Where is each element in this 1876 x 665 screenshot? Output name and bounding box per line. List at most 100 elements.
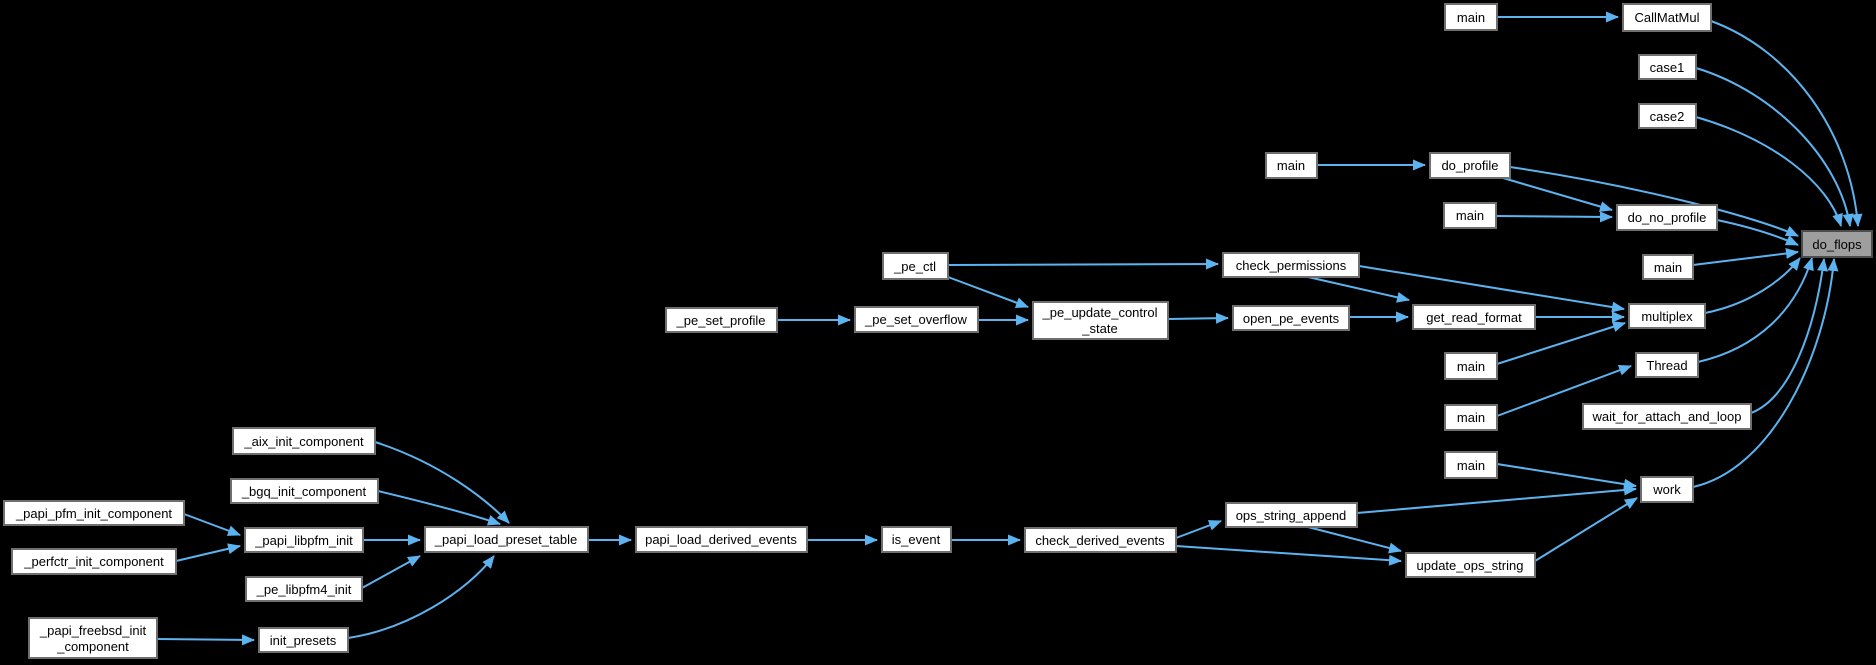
node-main-2[interactable]: main [1265, 152, 1318, 179]
node-check-permissions[interactable]: check_permissions [1222, 252, 1360, 278]
node-do-profile[interactable]: do_profile [1429, 152, 1511, 179]
node-papi-pfm-init-component[interactable]: _papi_pfm_init_component [3, 500, 185, 526]
node-main-4[interactable]: main [1642, 254, 1694, 280]
node-case2-box[interactable] [1638, 103, 1697, 129]
node-init-presets-box[interactable] [258, 627, 349, 653]
node-main-7-label: main [1457, 458, 1485, 473]
node-do-no-profile[interactable]: do_no_profile [1616, 204, 1718, 231]
node-check-derived-events-box[interactable] [1024, 527, 1177, 553]
node-wait-for-attach-and-loop-box[interactable] [1582, 403, 1752, 430]
node-papi-load-derived-events[interactable]: papi_load_derived_events [635, 526, 808, 553]
edge-callmatmul-to-do-flops [1710, 20, 1863, 227]
edge-case1-to-do-flops [1695, 67, 1854, 227]
node-get-read-format-box[interactable] [1412, 304, 1536, 330]
node-pe-libpfm4-init[interactable]: _pe_libpfm4_init [245, 576, 363, 602]
edge-bgq-init-component-to-papi-load-preset-table [377, 490, 501, 526]
node-main-1-label: main [1457, 10, 1485, 25]
node-update-ops-string[interactable]: update_ops_string [1405, 552, 1536, 578]
node-case1[interactable]: case1 [1638, 54, 1697, 80]
node-is-event[interactable]: is_event [881, 526, 952, 553]
node-bgq-init-component-box[interactable] [230, 478, 379, 504]
node-main-3[interactable]: main [1443, 202, 1497, 229]
node-pe-libpfm4-init-label: _pe_libpfm4_init [256, 582, 352, 597]
node-init-presets[interactable]: init_presets [258, 627, 349, 653]
node-main-5-box[interactable] [1444, 352, 1498, 380]
node-bgq-init-component[interactable]: _bgq_init_component [230, 478, 379, 504]
node-pe-update-control-state-box[interactable] [1032, 301, 1169, 340]
node-aix-init-component[interactable]: _aix_init_component [232, 427, 376, 455]
node-aix-init-component-box[interactable] [232, 427, 376, 455]
edge-pe-ctl-to-pe-update-control-state [947, 276, 1029, 308]
node-papi-libpfm-init[interactable]: _papi_libpfm_init [244, 527, 364, 553]
node-thread[interactable]: Thread [1635, 352, 1699, 378]
node-main-1-box[interactable] [1444, 3, 1498, 31]
node-main-3-box[interactable] [1443, 202, 1497, 229]
node-perfctr-init-component-box[interactable] [11, 548, 177, 575]
node-do-profile-box[interactable] [1429, 152, 1511, 179]
node-work-box[interactable] [1640, 476, 1694, 503]
node-main-2-box[interactable] [1265, 152, 1318, 179]
node-aix-init-component-label: _aix_init_component [243, 434, 364, 449]
node-is-event-box[interactable] [881, 526, 952, 553]
node-bgq-init-component-label: _bgq_init_component [241, 484, 367, 499]
edge-main-5-to-multiplex [1496, 321, 1626, 365]
node-main-6[interactable]: main [1444, 404, 1498, 431]
node-ops-string-append-box[interactable] [1225, 502, 1358, 528]
node-main-4-box[interactable] [1642, 254, 1694, 280]
node-pe-set-overflow-box[interactable] [854, 306, 979, 333]
node-pe-set-profile-box[interactable] [665, 307, 778, 333]
node-pe-ctl[interactable]: _pe_ctl [882, 252, 949, 280]
edge-update-ops-string-to-work [1534, 497, 1638, 562]
node-pe-update-control-state[interactable]: _pe_update_control _state [1032, 301, 1169, 340]
node-do-flops[interactable]: do_flops [1801, 230, 1873, 258]
node-do-flops-box[interactable] [1801, 230, 1873, 258]
node-perfctr-init-component[interactable]: _perfctr_init_component [11, 548, 177, 575]
node-pe-set-profile[interactable]: _pe_set_profile [665, 307, 778, 333]
node-thread-label: Thread [1646, 358, 1687, 373]
edge-check-derived-events-to-ops-string-append [1175, 520, 1222, 539]
node-main-6-box[interactable] [1444, 404, 1498, 431]
node-update-ops-string-box[interactable] [1405, 552, 1536, 578]
node-check-permissions-box[interactable] [1222, 252, 1360, 278]
edge-multiplex-to-do-flops [1704, 257, 1801, 314]
node-main-1[interactable]: main [1444, 3, 1498, 31]
node-pe-ctl-box[interactable] [882, 252, 949, 280]
node-callmatmul[interactable]: CallMatMul [1622, 3, 1712, 32]
node-do-no-profile-box[interactable] [1616, 204, 1718, 231]
node-ops-string-append[interactable]: ops_string_append [1225, 502, 1358, 528]
edge-main-3-to-do-no-profile [1495, 211, 1613, 223]
node-main-7-box[interactable] [1444, 451, 1498, 479]
node-work[interactable]: work [1640, 476, 1694, 503]
node-callmatmul-box[interactable] [1622, 3, 1712, 32]
node-papi-load-preset-table[interactable]: _papi_load_preset_table [424, 526, 589, 553]
node-case1-box[interactable] [1638, 54, 1697, 80]
node-do-profile-label: do_profile [1441, 158, 1498, 173]
node-pe-set-overflow[interactable]: _pe_set_overflow [854, 306, 979, 333]
node-check-derived-events[interactable]: check_derived_events [1024, 527, 1177, 553]
edge-check-permissions-to-get-read-format [1307, 276, 1410, 303]
node-thread-box[interactable] [1635, 352, 1699, 378]
node-papi-load-preset-table-box[interactable] [424, 526, 589, 553]
node-multiplex-box[interactable] [1628, 303, 1706, 329]
node-main-6-label: main [1457, 410, 1485, 425]
node-main-5[interactable]: main [1444, 352, 1498, 380]
node-open-pe-events-box[interactable] [1232, 305, 1350, 331]
node-pe-libpfm4-init-box[interactable] [245, 576, 363, 602]
node-papi-libpfm-init-box[interactable] [244, 527, 364, 553]
node-work-label: work [1652, 482, 1681, 497]
node-open-pe-events[interactable]: open_pe_events [1232, 305, 1350, 331]
node-papi-freebsd-init-component-box[interactable] [28, 617, 158, 659]
node-get-read-format[interactable]: get_read_format [1412, 304, 1536, 330]
node-wait-for-attach-and-loop[interactable]: wait_for_attach_and_loop [1582, 403, 1752, 430]
node-papi-pfm-init-component-box[interactable] [3, 500, 185, 526]
edge-do-profile-to-do-no-profile [1502, 177, 1613, 212]
node-papi-load-derived-events-label: papi_load_derived_events [645, 532, 797, 547]
node-papi-load-derived-events-box[interactable] [635, 526, 808, 553]
node-multiplex[interactable]: multiplex [1628, 303, 1706, 329]
node-check-permissions-label: check_permissions [1236, 258, 1347, 273]
edge-main-4-to-do-flops [1692, 248, 1799, 266]
node-papi-freebsd-init-component[interactable]: _papi_freebsd_init _component [28, 617, 158, 659]
node-case2[interactable]: case2 [1638, 103, 1697, 129]
node-main-7[interactable]: main [1444, 451, 1498, 479]
